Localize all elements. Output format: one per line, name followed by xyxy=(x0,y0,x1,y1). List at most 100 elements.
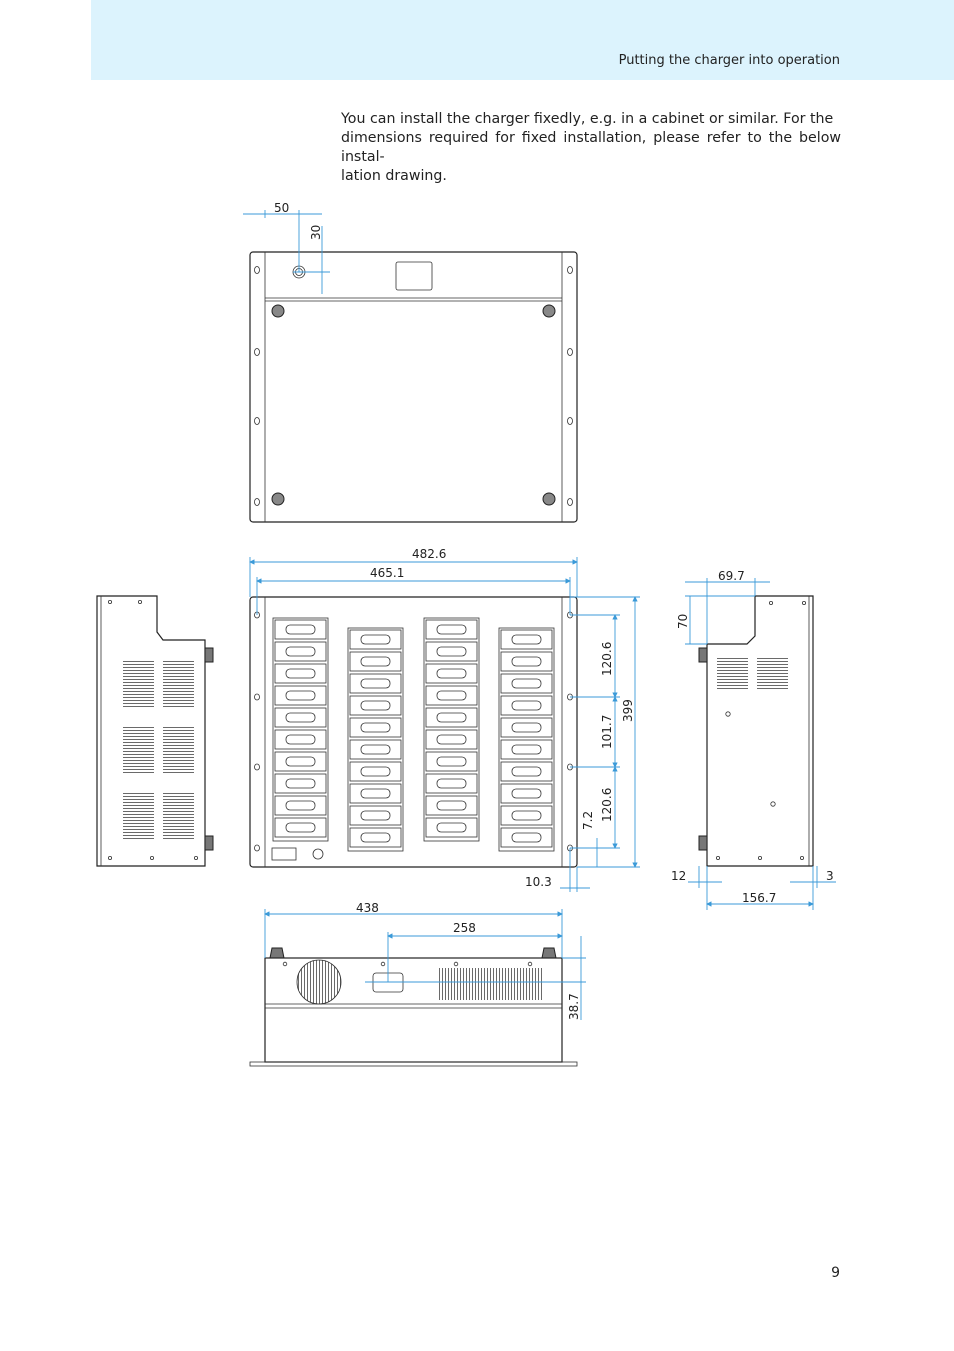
slot-contact xyxy=(360,722,391,733)
slot-contact xyxy=(285,822,316,833)
rear-view: 438 258 38.7 xyxy=(249,901,586,1067)
charging-slot xyxy=(425,795,478,816)
slot-contact xyxy=(511,788,542,799)
dim-label: 50 xyxy=(274,201,289,215)
charging-slot xyxy=(425,729,478,750)
charging-slot xyxy=(425,817,478,838)
slot-contact xyxy=(436,800,467,811)
charging-slot xyxy=(500,629,553,650)
slot-contact xyxy=(511,744,542,755)
charging-slot xyxy=(274,795,327,816)
slot-contact xyxy=(511,656,542,667)
charging-slot xyxy=(274,707,327,728)
page-number: 9 xyxy=(831,1265,840,1281)
charging-slot xyxy=(274,663,327,684)
charging-slot xyxy=(425,619,478,640)
charging-slot xyxy=(500,739,553,760)
dim-label: 69.7 xyxy=(718,569,745,583)
charging-slot xyxy=(349,695,402,716)
charging-slot xyxy=(274,641,327,662)
front-view: 482.6 465.1 120.6 101.7 120.6 399 7.2 10… xyxy=(249,547,640,892)
slot-contact xyxy=(511,810,542,821)
charging-slot xyxy=(425,685,478,706)
charging-slot xyxy=(349,827,402,848)
dim-label: 120.6 xyxy=(600,788,614,822)
slot-contact xyxy=(360,678,391,689)
slot-contact xyxy=(360,788,391,799)
header-band xyxy=(91,0,954,80)
charging-slot xyxy=(500,695,553,716)
slot-contact xyxy=(285,712,316,723)
charging-slot xyxy=(500,783,553,804)
slot-contact xyxy=(285,646,316,657)
dim-label: 438 xyxy=(356,901,379,915)
slot-contact xyxy=(360,700,391,711)
dim-label: 12 xyxy=(671,869,686,883)
slot-contact xyxy=(285,668,316,679)
charging-slots xyxy=(272,617,555,852)
intro-line: lation drawing. xyxy=(341,168,447,184)
dim-label: 465.1 xyxy=(370,566,404,580)
dim-label: 3 xyxy=(826,869,834,883)
slot-contact xyxy=(436,822,467,833)
dim-label: 156.7 xyxy=(742,891,776,905)
slot-contact xyxy=(360,634,391,645)
charging-slot xyxy=(274,685,327,706)
left-side-view xyxy=(96,595,214,867)
dim-label: 399 xyxy=(621,699,635,722)
charging-slot xyxy=(425,663,478,684)
charging-slot xyxy=(500,717,553,738)
slot-contact xyxy=(285,690,316,701)
right-side-view: 69.7 70 12 3 156.7 xyxy=(671,569,836,910)
charging-slot xyxy=(349,761,402,782)
slot-contact xyxy=(436,690,467,701)
charging-slot xyxy=(349,673,402,694)
slot-contact xyxy=(360,832,391,843)
charging-slot xyxy=(274,729,327,750)
charging-slot xyxy=(425,751,478,772)
charging-slot xyxy=(425,773,478,794)
slot-contact xyxy=(285,756,316,767)
charging-slot xyxy=(349,717,402,738)
charging-slot xyxy=(274,751,327,772)
charging-slot xyxy=(274,817,327,838)
slot-contact xyxy=(285,800,316,811)
slot-contact xyxy=(511,832,542,843)
slot-contact xyxy=(360,810,391,821)
dim-label: 70 xyxy=(676,614,690,629)
charging-slot xyxy=(425,641,478,662)
charging-slot xyxy=(500,805,553,826)
slot-contact xyxy=(511,700,542,711)
charging-slot xyxy=(349,629,402,650)
dim-label: 38.7 xyxy=(567,993,581,1020)
slot-contact xyxy=(436,778,467,789)
charging-slot xyxy=(349,783,402,804)
charging-slot xyxy=(349,805,402,826)
slot-contact xyxy=(511,766,542,777)
slot-contact xyxy=(511,678,542,689)
slot-contact xyxy=(360,766,391,777)
slot-contact xyxy=(436,712,467,723)
dim-label: 10.3 xyxy=(525,875,552,889)
dim-label: 120.6 xyxy=(600,642,614,676)
slot-contact xyxy=(436,668,467,679)
slot-contact xyxy=(511,722,542,733)
charging-slot xyxy=(500,827,553,848)
slot-contact xyxy=(285,734,316,745)
slot-contact xyxy=(436,624,467,635)
intro-line: dimensions required for fixed installati… xyxy=(341,130,841,165)
dim-label: 482.6 xyxy=(412,547,446,561)
slot-contact xyxy=(436,756,467,767)
dim-label: 101.7 xyxy=(600,715,614,749)
slot-contact xyxy=(511,634,542,645)
charging-slot xyxy=(274,619,327,640)
top-view: 50 30 xyxy=(243,201,578,523)
slot-contact xyxy=(436,646,467,657)
dim-label: 30 xyxy=(309,225,323,240)
dim-label: 7.2 xyxy=(581,811,595,830)
charging-slot xyxy=(500,673,553,694)
charging-slot xyxy=(349,651,402,672)
intro-line: You can install the charger fixedly, e.g… xyxy=(341,111,834,127)
charging-slot xyxy=(425,707,478,728)
